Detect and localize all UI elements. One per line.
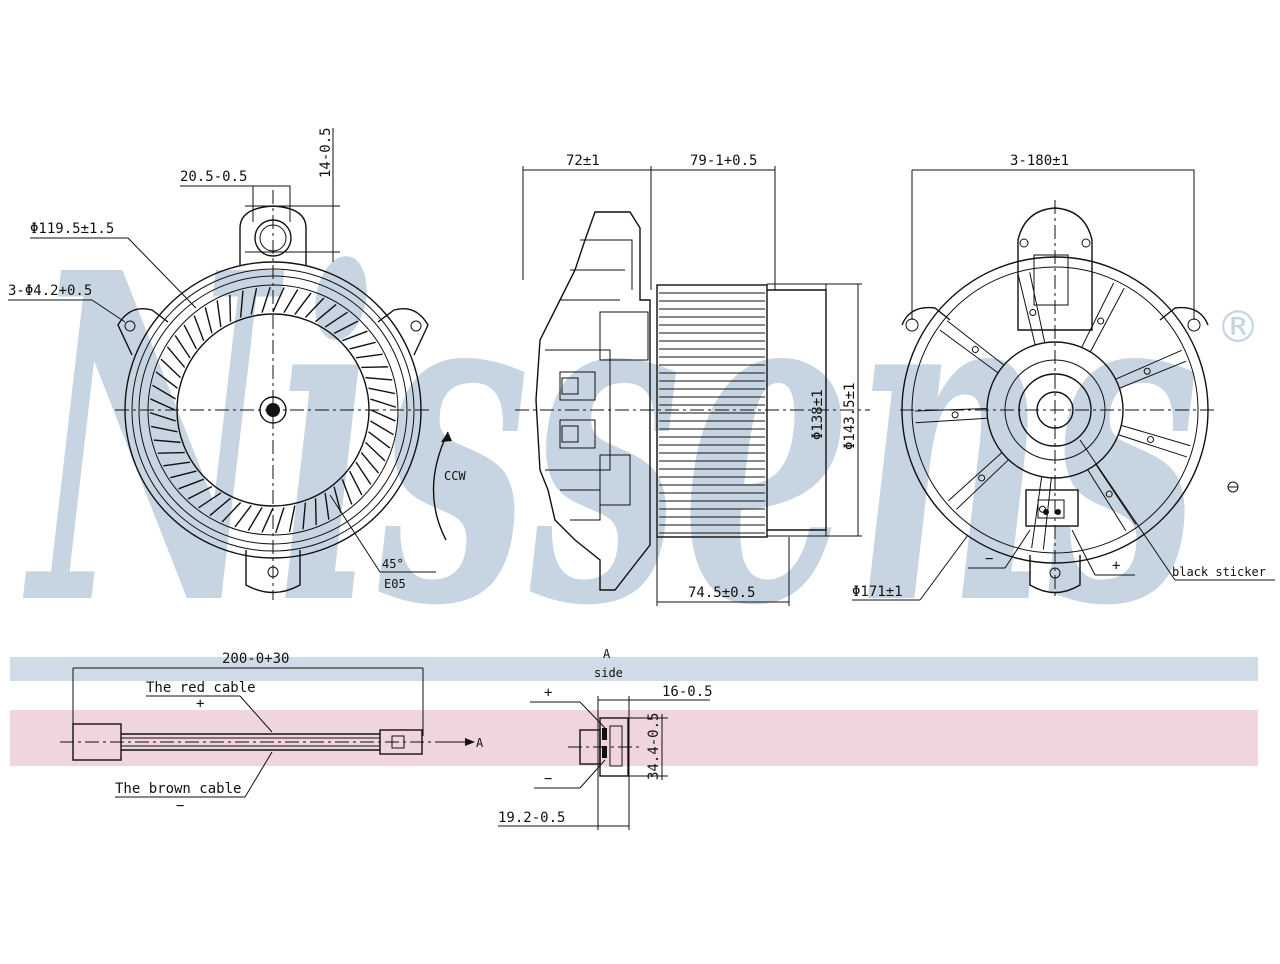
connector-plus-label: + bbox=[544, 685, 552, 701]
angle-label: 45° bbox=[382, 557, 404, 571]
dim-connector-bottom: 19.2-0.5 bbox=[498, 810, 565, 826]
dim-rear-top: 3-180±1 bbox=[1010, 153, 1069, 169]
impeller-fins bbox=[659, 292, 765, 534]
cable-minus-label: − bbox=[176, 798, 184, 814]
rear-minus-label: − bbox=[985, 551, 993, 567]
connector-view: A side 16-0.5 34.4-0.5 + − 19.2-0.5 bbox=[498, 647, 713, 830]
connector-title-a: A bbox=[603, 647, 611, 661]
rear-view: 3-180±1 − + b bbox=[852, 153, 1275, 601]
watermark: Nissens ® bbox=[10, 176, 1260, 766]
connector-title-side: side bbox=[594, 666, 623, 680]
dim-rear-diameter: Φ171±1 bbox=[852, 584, 903, 600]
cable-brown-label: The brown cable bbox=[115, 781, 241, 797]
dim-connector-width: 16-0.5 bbox=[662, 684, 713, 700]
watermark-band-blue bbox=[10, 657, 1258, 681]
impeller-blades bbox=[149, 286, 397, 534]
dim-front-diameter: Φ119.5±1.5 bbox=[30, 221, 114, 237]
connector-minus-label: − bbox=[544, 771, 552, 787]
sticker-label: black sticker bbox=[1172, 565, 1266, 579]
rear-plus-label: + bbox=[1112, 558, 1120, 574]
cable-plus-label: + bbox=[196, 696, 204, 712]
dim-front-width: 20.5-0.5 bbox=[180, 169, 247, 185]
dim-front-height: 14-0.5 bbox=[318, 127, 334, 178]
cable-red-label: The red cable bbox=[146, 680, 256, 696]
watermark-brand: Nissens bbox=[22, 176, 1200, 705]
registered-mark: ® bbox=[1216, 302, 1260, 353]
dim-side-left: 72±1 bbox=[566, 153, 600, 169]
cable-arrow-label: A bbox=[476, 736, 484, 750]
ref-label: E05 bbox=[384, 577, 406, 591]
dim-side-outer-diameter: Φ143.5±1 bbox=[842, 383, 858, 450]
rotation-label: CCW bbox=[444, 469, 466, 483]
dim-side-bottom: 74.5±0.5 bbox=[688, 585, 755, 601]
dim-connector-height: 34.4-0.5 bbox=[646, 713, 662, 780]
dim-side-right: 79-1+0.5 bbox=[690, 153, 757, 169]
cable-view: 200-0+30 The red cable + The brown cable… bbox=[60, 651, 484, 814]
front-view: 20.5-0.5 14-0.5 Φ119.5±1.5 3-Φ4.2+0.5 CC… bbox=[8, 127, 466, 600]
side-view: 72±1 79-1+0.5 Φ138±1 Φ143.5±1 74.5±0.5 bbox=[515, 153, 870, 606]
dim-cable-length: 200-0+30 bbox=[222, 651, 289, 667]
dim-side-inner-diameter: Φ138±1 bbox=[810, 389, 826, 440]
dim-front-holes: 3-Φ4.2+0.5 bbox=[8, 283, 92, 299]
rear-struts bbox=[914, 272, 1191, 550]
